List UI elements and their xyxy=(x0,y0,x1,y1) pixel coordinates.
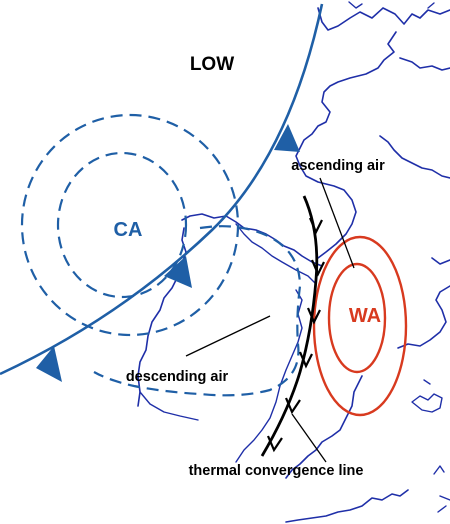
cold-air-mass xyxy=(20,113,302,397)
cold-front-marker-2 xyxy=(164,256,192,288)
warm-air-label: WA xyxy=(349,305,381,327)
convergence-marker-6 xyxy=(266,435,283,453)
warm-air-inner-contour xyxy=(327,262,387,374)
warm-air-mass xyxy=(312,235,408,417)
cold-front-marker-3 xyxy=(36,346,62,382)
cold-air-lobe-contour xyxy=(93,225,302,397)
cold-air-inner-contour xyxy=(56,151,188,299)
convergence-leader xyxy=(291,413,327,463)
ascending-air-label: ascending air xyxy=(291,158,385,174)
ascending-air-leader xyxy=(319,177,355,269)
cold-front-marker-1 xyxy=(274,124,300,152)
leader-lines xyxy=(185,177,355,463)
convergence-marker-4 xyxy=(298,351,313,369)
cold-air-outer-contour xyxy=(20,113,240,337)
cold-front xyxy=(0,3,324,382)
convergence-marker-2 xyxy=(310,259,325,277)
convergence-line-label: thermal convergence line xyxy=(189,463,364,479)
thermal-convergence-line xyxy=(260,195,325,457)
convergence-marker-5 xyxy=(284,397,301,415)
convergence-marker-1 xyxy=(308,217,323,235)
warm-air-outer-contour xyxy=(312,235,408,417)
convergence-marker-3 xyxy=(306,307,321,325)
cold-air-label: CA xyxy=(114,219,143,241)
descending-air-label: descending air xyxy=(126,369,229,385)
low-pressure-label: LOW xyxy=(190,54,234,75)
coastlines xyxy=(137,1,450,523)
descending-air-leader xyxy=(185,315,271,357)
